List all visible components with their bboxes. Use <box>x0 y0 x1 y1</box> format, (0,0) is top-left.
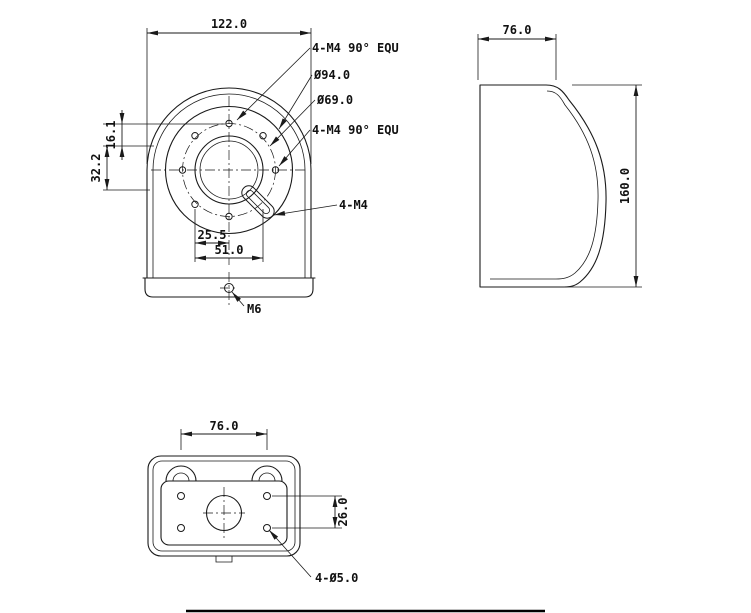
mounting-hole <box>225 119 233 128</box>
ear-outer-right <box>251 465 283 482</box>
side-dimensions: 76.0 160.0 <box>477 23 642 288</box>
screw-hole <box>177 492 185 500</box>
screw-hole <box>177 524 185 532</box>
mounting-hole <box>259 132 267 140</box>
cable-slot-outer <box>241 185 275 219</box>
ear-outer-left <box>165 465 197 482</box>
leader-line <box>278 74 313 130</box>
front-label-holes-top: 4-M4 90° EQU <box>312 41 399 55</box>
front-view: 122.0 16.1 32.2 25.5 51.0 4-M4 90° EQU Ø… <box>89 17 399 316</box>
front-label-center-thread: M6 <box>247 302 261 316</box>
bottom-dimensions: 76.0 26.0 4-Ø5.0 <box>180 419 358 585</box>
cable-slot <box>241 185 275 219</box>
side-profile-inner <box>490 90 599 280</box>
front-offset-small-dim-text: 16.1 <box>104 121 118 150</box>
body-arch-inner <box>152 93 306 278</box>
side-height-dim-text: 160.0 <box>618 168 632 204</box>
bottom-label-holes: 4-Ø5.0 <box>315 571 358 585</box>
mounting-hole <box>191 200 199 209</box>
bottom-box-outer <box>147 455 301 557</box>
leader-line <box>278 129 311 167</box>
side-view: 76.0 160.0 <box>477 23 642 288</box>
front-centerlines <box>151 96 307 306</box>
leader-line <box>236 47 311 121</box>
front-holes <box>178 119 280 293</box>
front-slot-offset-dim-text: 25.5 <box>198 228 227 242</box>
bottom-notch <box>215 556 233 563</box>
front-width-dim-text: 122.0 <box>211 17 247 31</box>
front-dimensions: 122.0 16.1 32.2 25.5 51.0 <box>89 17 312 262</box>
bottom-features <box>177 487 271 541</box>
mounting-hole <box>225 212 233 221</box>
leader-line <box>269 99 316 147</box>
front-label-holes-mid: 4-M4 90° EQU <box>312 123 399 137</box>
front-label-holes-slot: 4-M4 <box>339 198 368 212</box>
bottom-box-inner <box>152 460 296 552</box>
mounting-hole <box>178 166 187 174</box>
side-profile-outer <box>479 84 607 288</box>
leader-line <box>231 291 245 307</box>
leader-line <box>268 529 312 578</box>
leader-line <box>273 204 338 216</box>
bottom-view: 76.0 26.0 4-Ø5.0 <box>147 419 358 585</box>
bottom-panel <box>160 480 288 546</box>
front-label-dia-outer: Ø94.0 <box>313 68 350 82</box>
screw-hole <box>263 492 271 500</box>
front-leaders: 4-M4 90° EQU Ø94.0 Ø69.0 4-M4 90° EQU 4-… <box>231 41 399 316</box>
screw-hole <box>263 524 271 532</box>
bottom-body-outline <box>147 455 301 563</box>
m6-hole <box>224 283 234 293</box>
mounting-hole <box>271 166 280 174</box>
front-label-dia-bolt: Ø69.0 <box>316 93 353 107</box>
ear-inner-right <box>258 472 276 482</box>
front-hole-span-dim-text: 51.0 <box>215 243 244 257</box>
bottom-spacing-dim-text: 26.0 <box>336 498 350 527</box>
side-body-outline <box>479 84 607 288</box>
mounting-hole <box>191 132 199 140</box>
front-offset-large-dim-text: 32.2 <box>89 154 103 183</box>
cable-slot-inner <box>245 189 271 215</box>
bottom-width-dim-text: 76.0 <box>210 419 239 433</box>
side-depth-dim-text: 76.0 <box>503 23 532 37</box>
ear-inner-left <box>172 472 190 482</box>
body-arch-outer <box>146 87 312 279</box>
bottom-ears <box>165 465 283 482</box>
